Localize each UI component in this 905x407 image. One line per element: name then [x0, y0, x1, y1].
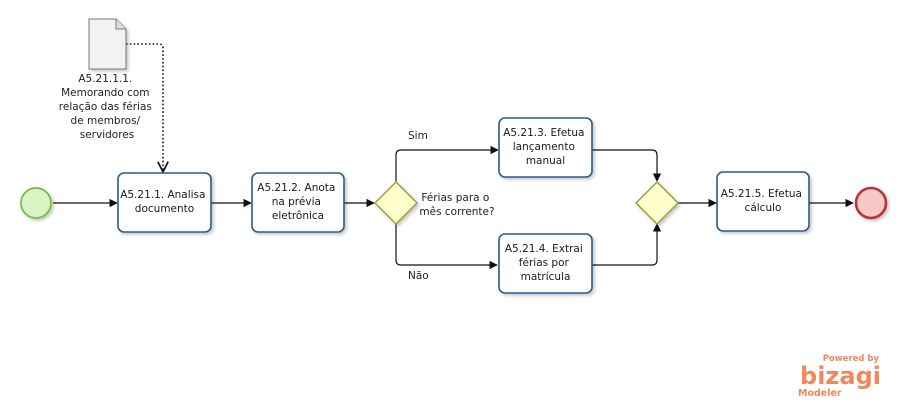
bizagi-logo: bizagi — [800, 362, 881, 390]
end-event[interactable] — [854, 186, 888, 220]
task-box — [117, 172, 212, 233]
task-box — [498, 117, 593, 178]
document-fold-icon — [115, 19, 126, 30]
powered-by-label: Powered by — [823, 354, 880, 364]
flow-gateway-to-t3 — [395, 145, 499, 182]
task-box — [251, 172, 345, 233]
task-analisa-documento[interactable]: A5.21.1. Analisa documento — [117, 172, 212, 233]
gateway-question-label: Férias para o mês corrente? — [419, 192, 494, 218]
start-event[interactable] — [20, 187, 52, 219]
task-label: A5.21.3. Efetua lançamento manual — [503, 127, 588, 167]
task-box — [498, 233, 593, 294]
task-anota-previa[interactable]: A5.21.2. Anota na prévia eletrônica — [251, 172, 345, 233]
flow-t4-to-merge — [592, 223, 662, 266]
task-label: A5.21.4. Extrai férias por matrícula — [505, 243, 586, 283]
task-efetua-calculo[interactable]: A5.21.5. Efetua cálculo — [716, 171, 810, 232]
task-extrai-ferias[interactable]: A5.21.4. Extrai férias por matrícula — [498, 233, 593, 294]
merge-gateway[interactable] — [635, 181, 679, 225]
document-artifact[interactable]: A5.21.1.1. Memorando com relação das fér… — [59, 18, 155, 141]
flow-gateway-to-t4 — [395, 224, 498, 270]
association-document-to-t1 — [126, 43, 163, 172]
task-lancamento-manual[interactable]: A5.21.3. Efetua lançamento manual — [498, 117, 593, 178]
task-label: A5.21.1. Analisa documento — [120, 189, 209, 215]
task-box — [716, 171, 810, 232]
modeler-label: Modeler — [798, 388, 842, 399]
task-label: A5.21.5. Efetua cálculo — [721, 188, 806, 214]
document-icon — [88, 18, 127, 70]
document-label: A5.21.1.1. Memorando com relação das fér… — [59, 73, 155, 141]
flow-t3-to-merge — [592, 149, 662, 182]
decision-gateway[interactable] — [374, 181, 418, 225]
flow-label-sim: Sim — [408, 130, 428, 142]
flow-label-nao: Não — [408, 270, 429, 282]
task-label: A5.21.2. Anota na prévia eletrônica — [257, 182, 338, 222]
bizagi-branding: Powered by bizagi Modeler — [798, 354, 881, 399]
